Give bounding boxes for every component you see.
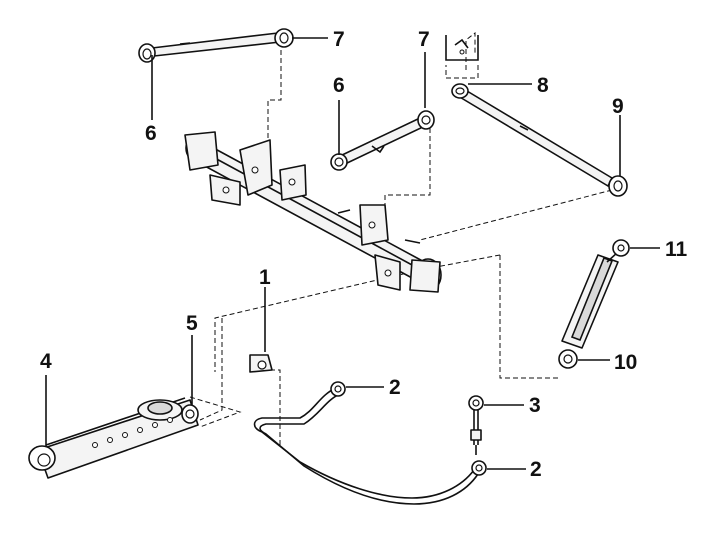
- control-link-center: [330, 110, 435, 171]
- trailing-rod: [451, 83, 628, 197]
- callout-2-upper: 2: [389, 376, 401, 399]
- callout-6-center: 6: [333, 74, 345, 97]
- body-mount-bracket: [445, 35, 479, 61]
- callout-4: 4: [40, 350, 52, 373]
- callout-6-left: 6: [145, 122, 157, 145]
- callout-numbers: 1 2 2 3 4 5 6 6 7 7 8 9 10 11: [40, 28, 688, 481]
- stabilizer-bar: [253, 381, 487, 505]
- axle-beam: [184, 131, 442, 293]
- callout-11: 11: [665, 238, 688, 261]
- callout-7-center: 7: [418, 28, 430, 51]
- callout-1: 1: [259, 266, 271, 289]
- callout-7-left: 7: [333, 28, 345, 51]
- assembly-dashed-lines: [189, 31, 613, 445]
- lateral-link-upper: [138, 28, 294, 63]
- shock-absorber: [558, 239, 630, 369]
- leader-lines: [45, 37, 660, 470]
- stabilizer-link: [468, 395, 484, 455]
- callout-8: 8: [537, 74, 549, 97]
- stabilizer-bushing: [249, 354, 273, 373]
- callout-10: 10: [614, 351, 637, 374]
- callout-9: 9: [612, 95, 624, 118]
- callout-3: 3: [529, 394, 541, 417]
- callout-5: 5: [186, 312, 198, 335]
- lower-arm: [28, 397, 199, 479]
- callout-2-lower: 2: [530, 458, 542, 481]
